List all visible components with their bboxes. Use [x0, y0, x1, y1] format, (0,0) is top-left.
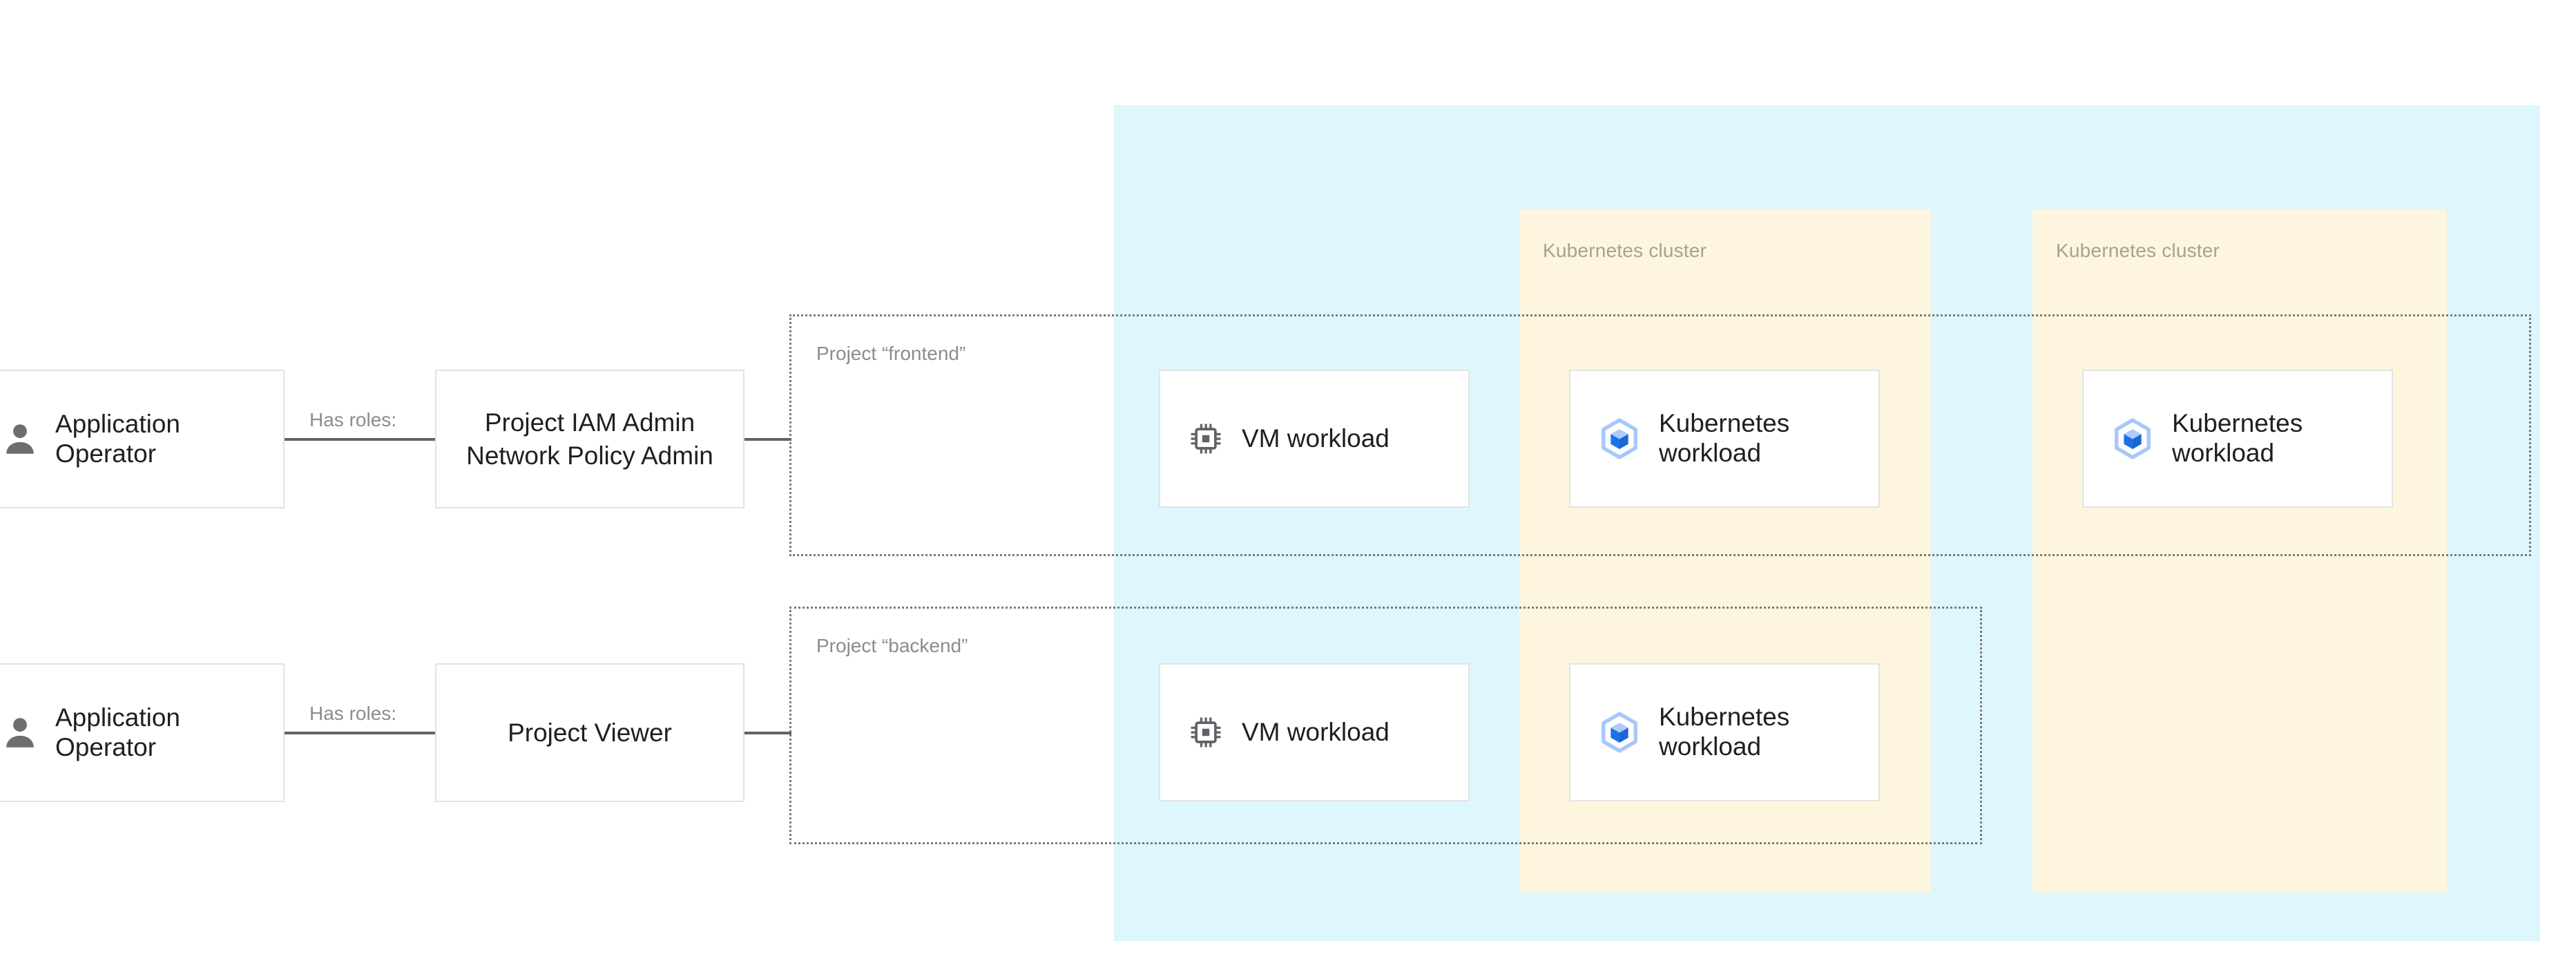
- person-icon: [6, 424, 34, 454]
- connector-operator2-to-role2: [285, 732, 436, 734]
- project-backend-label: Project “backend”: [816, 635, 968, 656]
- kubernetes-icon: [1602, 418, 1637, 459]
- vm-chip-icon: [1191, 717, 1221, 748]
- organization-container: Organization Kubernetes cluster Kubernet…: [1114, 105, 2540, 941]
- connector-role1-to-project-frontend: [743, 438, 791, 441]
- has-roles-label-2: Has roles:: [309, 703, 397, 724]
- has-roles-label-1: Has roles:: [309, 409, 397, 430]
- workload-card-backend-vm[interactable]: VM workload: [1159, 663, 1470, 801]
- kubernetes-icon: [1602, 712, 1637, 753]
- workload-label-backend-k8s-cluster1: Kubernetes workload: [1659, 703, 1790, 761]
- person-icon: [6, 717, 34, 748]
- kubernetes-cluster-1-label: Kubernetes cluster: [1543, 240, 1707, 261]
- project-frontend-label: Project “frontend”: [816, 343, 966, 364]
- project-backend-boundary: Project “backend”: [789, 607, 1982, 844]
- role-label-2: Project Viewer: [508, 718, 672, 747]
- workload-card-frontend-vm[interactable]: VM workload: [1159, 370, 1470, 508]
- principal-card-application-operator-2[interactable]: Application Operator: [0, 663, 285, 802]
- workload-card-frontend-k8s-cluster2[interactable]: Kubernetes workload: [2082, 370, 2393, 508]
- connector-operator1-to-role1: [285, 438, 436, 441]
- workload-label-backend-vm: VM workload: [1242, 717, 1390, 746]
- kubernetes-cluster-2: Kubernetes cluster: [2032, 209, 2447, 893]
- vm-chip-icon: [1191, 424, 1221, 454]
- role-box-project-viewer[interactable]: Project Viewer: [435, 663, 744, 802]
- workload-card-frontend-k8s-cluster1[interactable]: Kubernetes workload: [1569, 370, 1880, 508]
- principal-name-2: Application Operator: [55, 703, 181, 761]
- workload-label-frontend-vm: VM workload: [1242, 424, 1390, 453]
- kubernetes-icon: [2115, 418, 2151, 459]
- workload-label-frontend-k8s-cluster2: Kubernetes workload: [2172, 409, 2303, 467]
- principal-name-1: Application Operator: [55, 409, 181, 468]
- project-frontend-boundary: Project “frontend”: [789, 314, 2531, 556]
- workload-card-backend-k8s-cluster1[interactable]: Kubernetes workload: [1569, 663, 1880, 801]
- kubernetes-cluster-2-label: Kubernetes cluster: [2056, 240, 2220, 261]
- role-box-project-iam-admin-network-policy-admin[interactable]: Project IAM Admin Network Policy Admin: [435, 370, 744, 508]
- role-label-1: Project IAM Admin Network Policy Admin: [466, 408, 713, 470]
- principal-card-application-operator-1[interactable]: Application Operator: [0, 370, 285, 508]
- connector-role2-to-project-backend: [743, 732, 791, 734]
- workload-label-frontend-k8s-cluster1: Kubernetes workload: [1659, 409, 1790, 467]
